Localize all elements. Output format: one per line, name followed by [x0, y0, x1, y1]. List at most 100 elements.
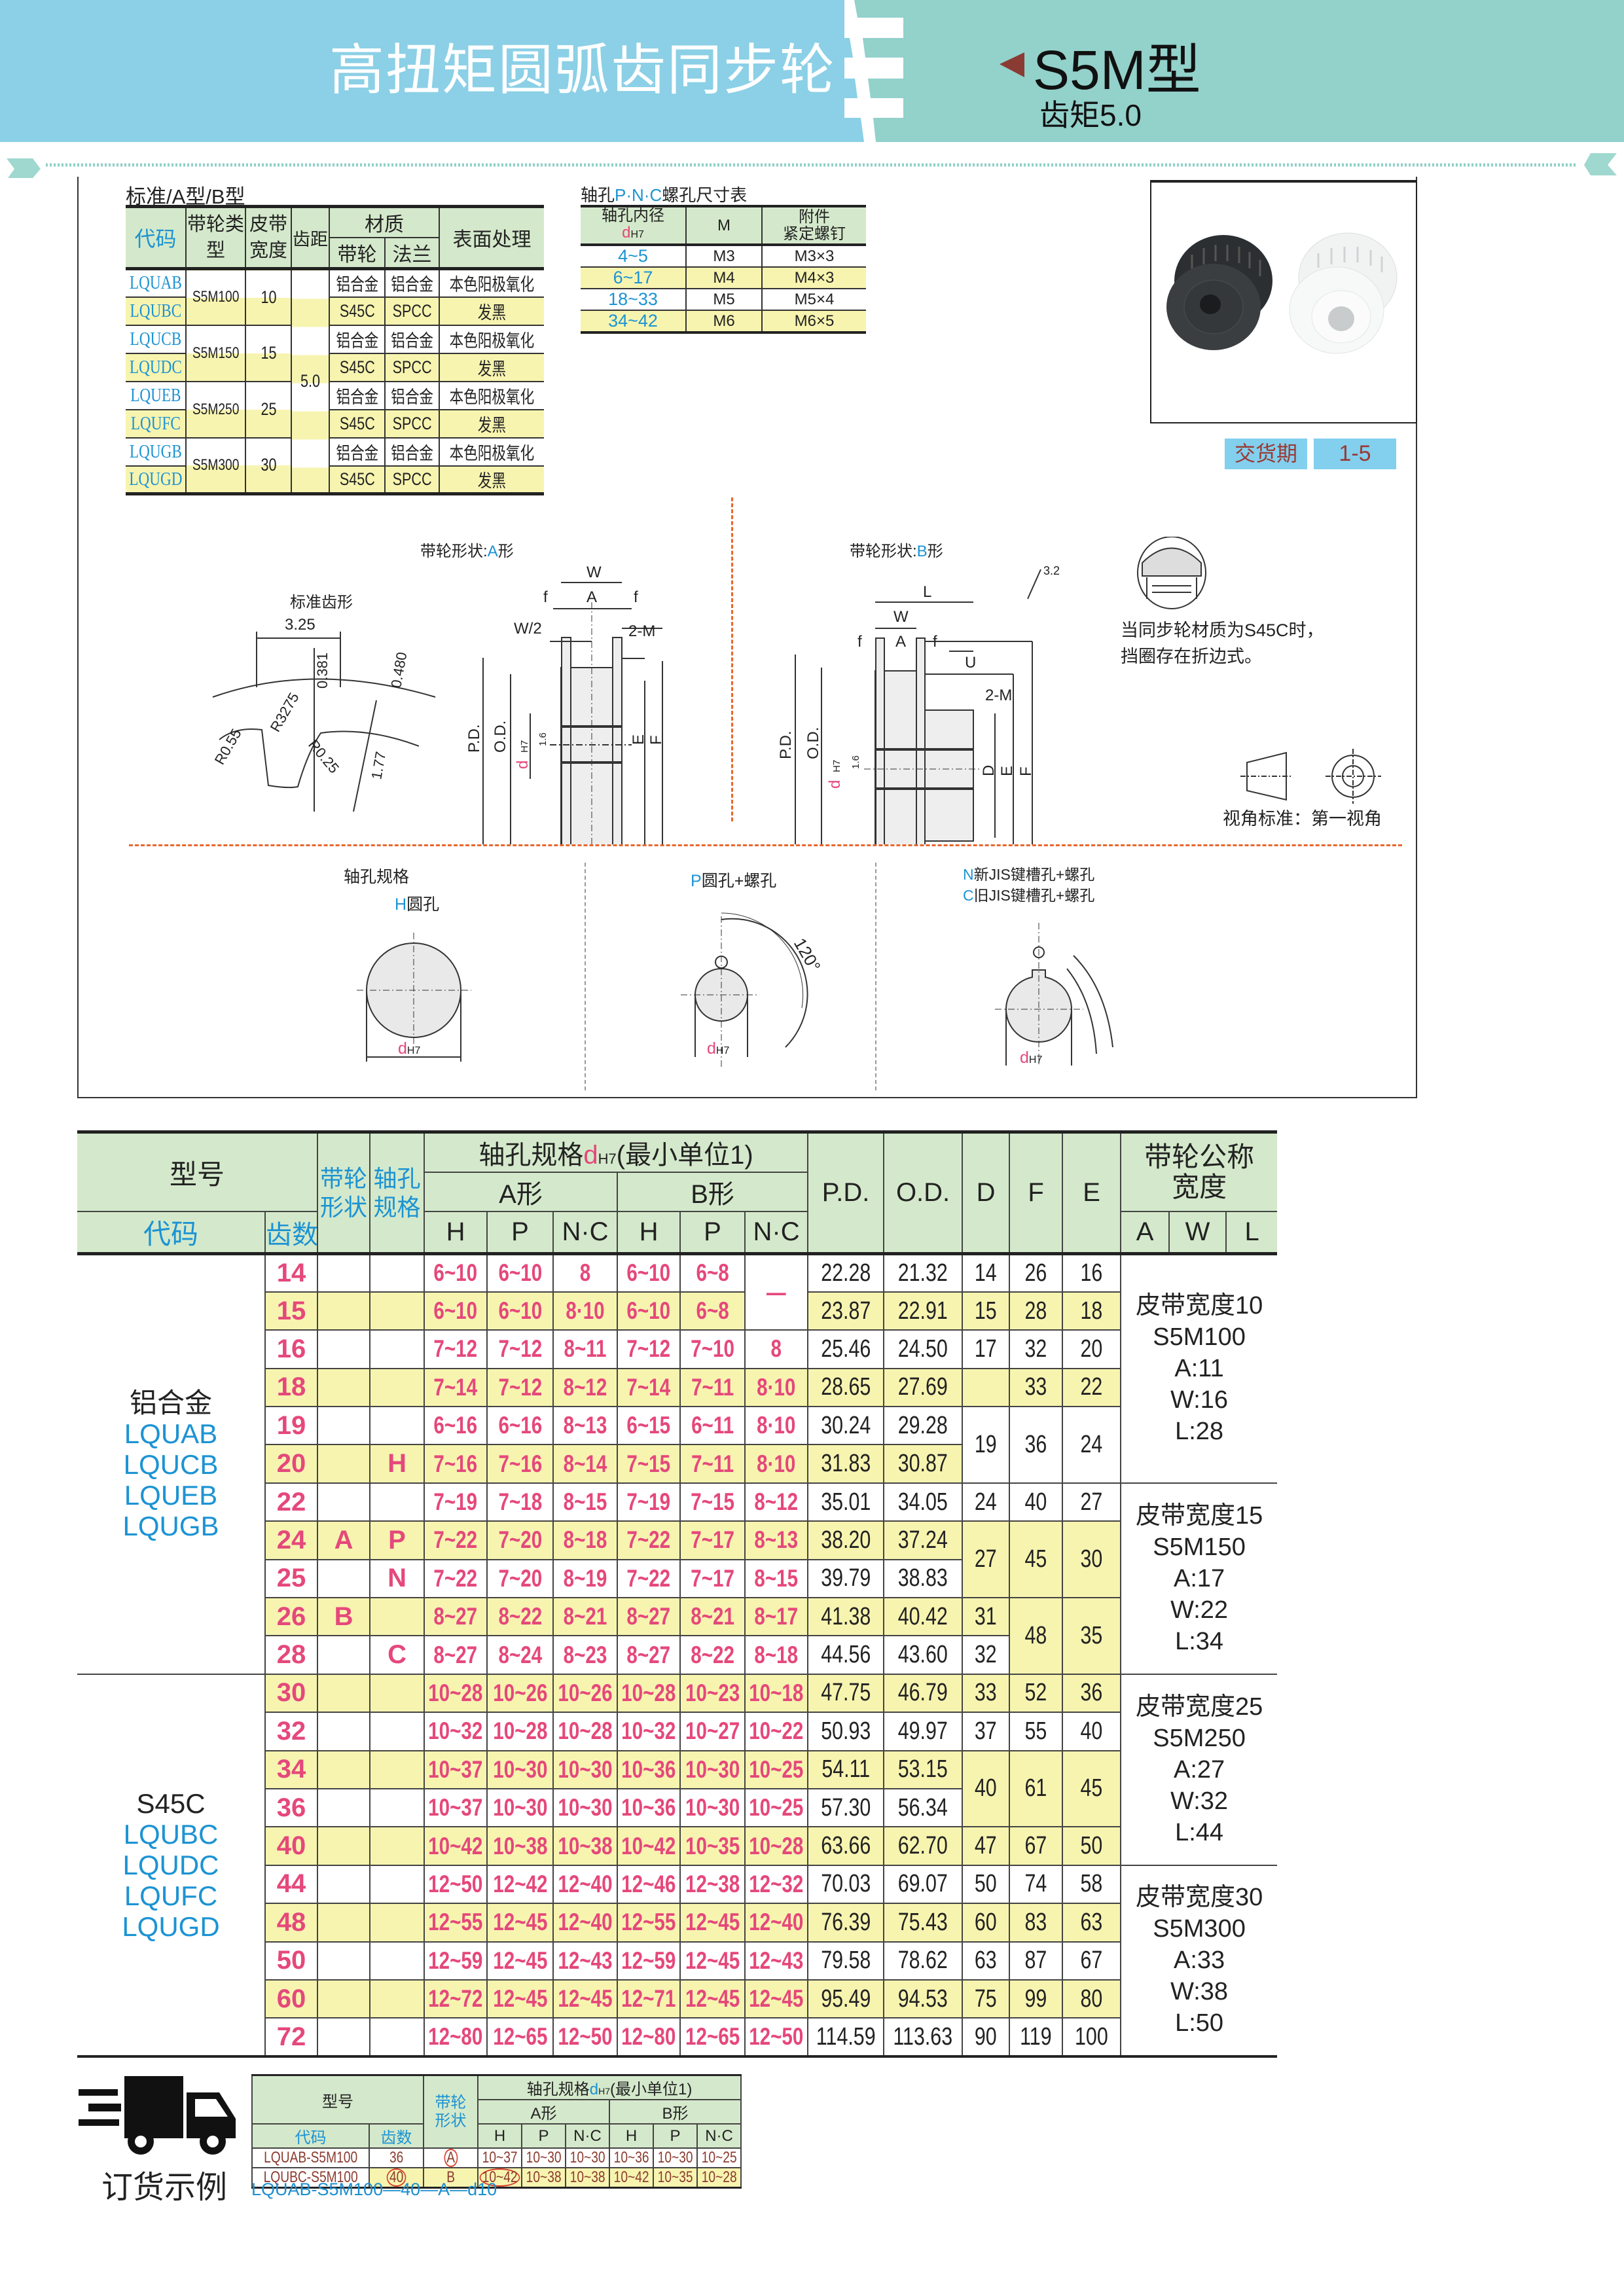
bore-range-pa: 12~65 [486, 2017, 554, 2057]
outer-diameter: 49.97 [883, 1712, 964, 1751]
dim-e: 100 [1062, 2017, 1122, 2057]
std-type: S5M300 [185, 437, 246, 495]
dim-e-text: 35 [1080, 1621, 1103, 1649]
bore-range-pb: 8~22 [679, 1635, 746, 1675]
bore-range-ha-text: 12~55 [428, 1909, 483, 1936]
delivery-days: 1-5 [1314, 439, 1396, 469]
col-m: M [685, 206, 763, 245]
truck-icon [79, 2076, 236, 2155]
bore-type [369, 1749, 425, 1789]
bore-range-nca: 8~11 [552, 1329, 619, 1369]
bore-range-hb-text: 6~10 [626, 1259, 671, 1287]
dim-f: 83 [1009, 1903, 1064, 1943]
bore-range-ncb: 12~50 [744, 2017, 809, 2057]
bore-range-nca: 8~12 [552, 1367, 619, 1408]
bore-range-ncb: 10~18 [744, 1673, 809, 1713]
bore-type [369, 1291, 425, 1331]
outer-diameter-text: 46.79 [898, 1679, 948, 1707]
col-code: 代码 [126, 206, 187, 270]
pulley-shape [317, 1253, 371, 1293]
bore-range-pa-text: 6~10 [498, 1259, 542, 1287]
std-width-text: 10 [260, 287, 277, 307]
bore-type [369, 1864, 425, 1905]
pnc-screw: M3×3 [761, 244, 866, 268]
std-code-text: LQUEB [130, 384, 181, 406]
bore-range-ncb-text: 12~40 [749, 1909, 804, 1936]
bore-range-pb-text: 10~30 [685, 1794, 740, 1821]
bore-range-hb: 10~32 [617, 1712, 681, 1751]
bore-range-pb-text: 12~45 [685, 1985, 740, 2013]
std-surface-text: 本色阳极氧化 [449, 443, 535, 463]
bore-range-pa-text: 12~45 [492, 1909, 548, 1936]
bore-range-hb-text: 7~19 [626, 1488, 671, 1516]
dim-d-text: 32 [975, 1641, 997, 1669]
bore-range-nca-text: 8~12 [563, 1373, 607, 1401]
belt-width-w: W:32 [1170, 1787, 1229, 1815]
outer-diameter-text: 22.91 [898, 1297, 948, 1325]
product-code: LQUAB [124, 1418, 218, 1449]
tooth-profile-drawing [212, 632, 436, 812]
std-material-pulley-text: 铝合金 [336, 443, 378, 463]
bore-range-pa-text: 6~10 [498, 1297, 542, 1325]
bore-range-ha: 8~27 [424, 1635, 488, 1675]
belt-width-title: 皮带宽度25 [1135, 1693, 1263, 1721]
bore-n-dim: dH7 [1020, 1049, 1042, 1067]
bore-range-ncb-text: 12~32 [749, 1870, 804, 1897]
dim-f: 74 [1009, 1864, 1064, 1905]
bore-range-nca: 10~26 [552, 1673, 619, 1713]
std-code: LQUFC [126, 408, 187, 439]
bore-range-hb-text: 6~15 [626, 1412, 671, 1439]
dim-f: 87 [1009, 1941, 1064, 1981]
pitch-diameter-text: 35.01 [821, 1488, 871, 1516]
dim-b-F: F [1017, 766, 1035, 776]
col-type: 带轮类型 [185, 206, 246, 270]
dim-d-text: 50 [975, 1870, 997, 1898]
std-material-flange-text: SPCC [392, 413, 432, 433]
std-surface: 发黑 [439, 352, 544, 382]
dim-d-text: 27 [975, 1545, 997, 1573]
teeth-count: 50 [264, 1941, 319, 1981]
ord-ncb: 10~25 [701, 2149, 737, 2166]
teeth-count: 40 [264, 1826, 319, 1866]
outer-diameter: 37.24 [883, 1520, 964, 1560]
bore-range-ha: 10~37 [424, 1787, 488, 1828]
pulley-shape [317, 1749, 371, 1789]
teeth-count: 15 [264, 1291, 319, 1331]
dim-d-text: 33 [975, 1679, 997, 1707]
bore-range-pa: 12~45 [486, 1903, 554, 1943]
dim-b-W: W [893, 608, 909, 626]
col-code: 代码 [77, 1211, 266, 1255]
d-symbol: d [622, 224, 631, 242]
bore-range-hb-text: 10~42 [621, 1832, 676, 1859]
outer-diameter-text: 27.69 [898, 1373, 948, 1401]
bore-range-hb-text: 10~32 [621, 1717, 676, 1745]
ord-nca: 10~38 [569, 2168, 605, 2186]
dim-f-text: 28 [1024, 1297, 1047, 1325]
std-code-text: LQUDC [129, 356, 182, 378]
bore-range-ncb-text: 8·10 [757, 1412, 796, 1439]
bore-range-pb: 7~15 [679, 1482, 746, 1522]
std-width: 25 [245, 380, 292, 439]
teeth-count: 20 [264, 1444, 319, 1484]
bore-range-nca-text: 12~40 [558, 1870, 613, 1897]
pnc-m: M3 [685, 244, 763, 268]
ord-col-b-p: P [653, 2123, 698, 2149]
pitch-diameter-text: 54.11 [821, 1755, 870, 1784]
std-surface: 本色阳极氧化 [439, 380, 544, 410]
dim-e: 24 [1062, 1406, 1122, 1484]
bore-range-nca-text: 12~43 [558, 1946, 613, 1974]
bore-range-pa: 7~18 [486, 1482, 554, 1522]
pitch-diameter-text: 41.38 [821, 1602, 871, 1630]
col-model: 型号 [77, 1131, 319, 1212]
dim-a-E: E [630, 734, 647, 745]
outer-diameter: 21.32 [883, 1253, 964, 1293]
belt-width-type: S5M250 [1153, 1724, 1246, 1752]
